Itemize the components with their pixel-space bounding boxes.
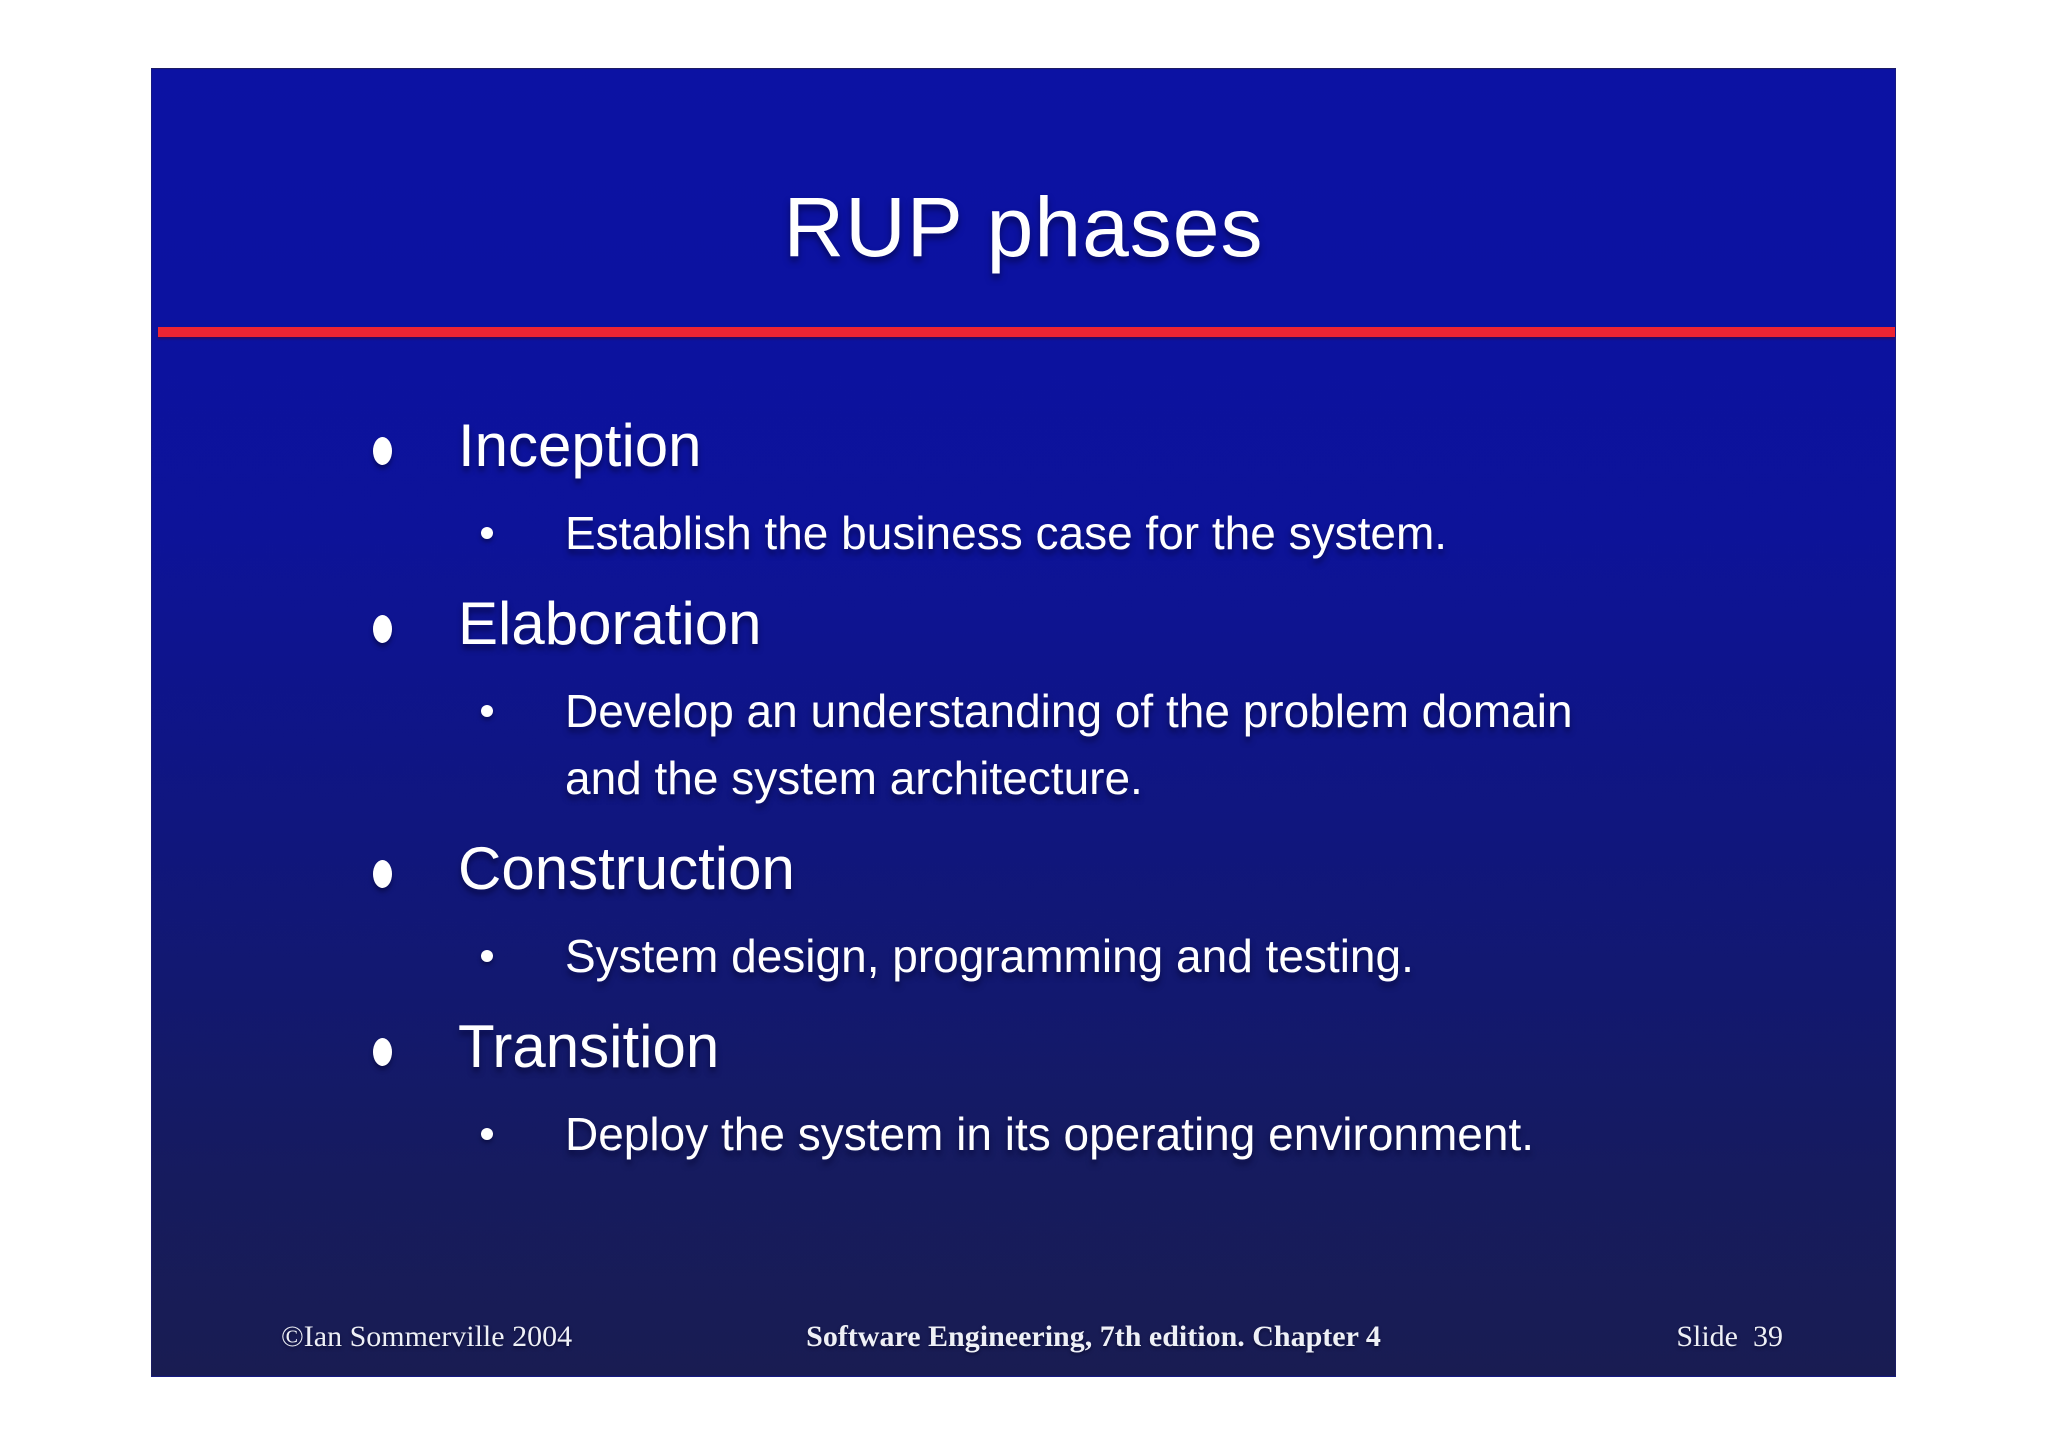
phase-label: Construction [458, 835, 795, 902]
bullet-icon [373, 437, 392, 465]
phase-detail: Develop an understanding of the problem … [152, 678, 1895, 812]
phase-label: Elaboration [458, 590, 762, 657]
phase-label: Inception [458, 412, 702, 479]
detail-line: Establish the business case for the syst… [565, 507, 1448, 559]
phase-detail-text: Establish the business case for the syst… [565, 500, 1447, 567]
phase-label: Transition [458, 1013, 720, 1080]
sub-bullet-icon [481, 705, 493, 717]
phase-item: Transition [152, 1012, 1895, 1082]
bullet-icon [373, 1038, 392, 1066]
slide: RUP phases Inception Establish the busin… [151, 68, 1896, 1377]
footer-copyright: ©Ian Sommerville 2004 [281, 1320, 573, 1353]
footer-slide-number: Slide 39 [1676, 1320, 1783, 1353]
phase-detail: Deploy the system in its operating envir… [152, 1101, 1895, 1168]
phase-detail-text: Develop an understanding of the problem … [565, 678, 1573, 812]
footer: ©Ian Sommerville 2004 Software Engineeri… [152, 1314, 1895, 1354]
phase-item: Construction [152, 834, 1895, 904]
detail-line: and the system architecture. [565, 752, 1143, 804]
phase-detail-text: System design, programming and testing. [565, 923, 1414, 990]
sub-bullet-icon [481, 1128, 493, 1140]
phase-detail: Establish the business case for the syst… [152, 500, 1895, 567]
bullet-icon [373, 860, 392, 888]
sub-bullet-icon [481, 950, 493, 962]
title-divider-line [158, 327, 1895, 337]
footer-book-title: Software Engineering, 7th edition. Chapt… [806, 1320, 1381, 1353]
phase-item: Inception [152, 411, 1895, 481]
detail-line: Develop an understanding of the problem … [565, 685, 1573, 737]
detail-line: Deploy the system in its operating envir… [565, 1108, 1535, 1160]
phase-detail-text: Deploy the system in its operating envir… [565, 1101, 1534, 1168]
detail-line: System design, programming and testing. [565, 930, 1414, 982]
slide-title: RUP phases [783, 180, 1264, 274]
phase-list: Inception Establish the business case fo… [152, 411, 1895, 1190]
phase-item: Elaboration [152, 589, 1895, 659]
sub-bullet-icon [481, 527, 493, 539]
bullet-icon [373, 615, 392, 643]
phase-detail: System design, programming and testing. [152, 923, 1895, 990]
